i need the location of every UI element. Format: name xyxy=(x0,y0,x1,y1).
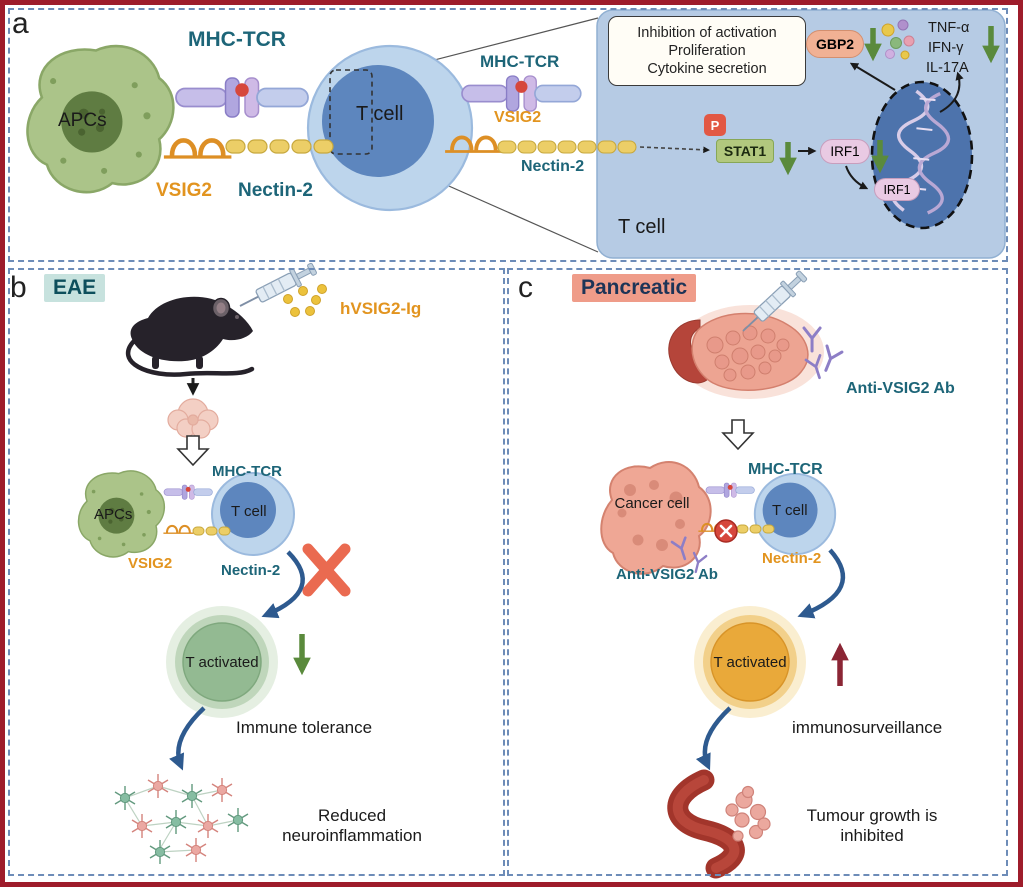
tcell-label-a: T cell xyxy=(356,103,404,125)
panel-b-art xyxy=(77,258,351,865)
anti-vsig2-label-cells: Anti-VSIG2 Ab xyxy=(616,566,718,583)
anti-vsig2-label-top: Anti-VSIG2 Ab xyxy=(846,380,955,397)
activated-to-tumour-arrow xyxy=(695,706,732,771)
irf1-node: IRF1 xyxy=(820,139,870,164)
vsig2-receptor-mid xyxy=(443,135,505,154)
tumour-vessel xyxy=(667,769,771,879)
tcell-label-b: T cell xyxy=(231,503,267,520)
syringe-icon xyxy=(234,258,320,316)
stat1-node: STAT1 xyxy=(716,139,774,163)
gbp2-node: GBP2 xyxy=(806,30,864,58)
t-activated-label-b: T activated xyxy=(185,654,259,671)
mouse-body xyxy=(130,296,253,362)
nectin2-label-c: Nectin-2 xyxy=(762,550,822,567)
nucleus xyxy=(870,80,974,230)
cancer-cell xyxy=(600,461,712,575)
signal-dotted-arrow xyxy=(639,146,711,154)
effects-line-1: Inhibition of activation xyxy=(637,25,777,41)
panel-c-art xyxy=(600,266,849,879)
nectin2-receptor xyxy=(225,139,334,154)
vsig2-receptor-b xyxy=(162,524,195,535)
t-activated-c xyxy=(694,606,806,718)
tcell-to-activated-arrow-b xyxy=(261,550,305,619)
effects-line-2: Proliferation xyxy=(668,43,746,59)
hollow-down-arrow xyxy=(176,435,210,467)
pancreatic-badge: Pancreatic xyxy=(572,274,697,302)
tissue-blob xyxy=(167,398,219,439)
activated-to-neurons-arrow xyxy=(169,706,206,771)
mhc-tcr-receptor-mid xyxy=(461,75,582,112)
nucleus-to-gbp2-arrow xyxy=(849,62,896,91)
cancer-cell-label: Cancer cell xyxy=(614,495,690,512)
mhc-tcr-receptor-b xyxy=(163,484,213,500)
mhc-tcr-receptor-c xyxy=(705,482,755,498)
nectin2-receptor-c xyxy=(736,524,775,534)
mhc-tcr-label-mid: MHC-TCR xyxy=(480,52,560,71)
outcome-label-b: Reduced neuroinflammation xyxy=(282,806,422,846)
apcs-label-b: APCs xyxy=(94,506,133,523)
mouse xyxy=(125,296,255,377)
drug-dots xyxy=(283,284,327,317)
irf1-to-nucleus-arrow xyxy=(845,165,869,190)
nectin2-label-a: Nectin-2 xyxy=(238,180,313,201)
immunosurveillance-label: immunosurveillance xyxy=(792,718,943,737)
neuron-cluster xyxy=(114,773,249,865)
nectin2-receptor-b xyxy=(192,526,231,536)
hollow-down-arrow-c xyxy=(721,419,755,451)
eae-badge: EAE xyxy=(44,274,106,302)
vsig2-label-b: VSIG2 xyxy=(128,555,173,572)
tumour-cells xyxy=(725,785,771,842)
vsig2-label-a: VSIG2 xyxy=(156,180,212,201)
effects-box: Inhibition of activation Proliferation C… xyxy=(608,16,806,86)
mouse-tail xyxy=(125,338,255,377)
block-x-circle-icon xyxy=(714,519,738,543)
irf1-nucleus-node: IRF1 xyxy=(874,178,920,201)
nectin2-receptor-mid xyxy=(497,140,637,154)
mouse-eye xyxy=(235,315,239,319)
panel-b-letter: b xyxy=(10,271,27,304)
zoom-region-rect xyxy=(329,69,373,155)
immune-tolerance-label: Immune tolerance xyxy=(236,718,373,737)
vsig2-receptor xyxy=(164,140,232,157)
effects-line-3: Cytokine secretion xyxy=(647,61,767,77)
blocked-x-icon xyxy=(302,543,351,597)
mhc-tcr-label-a: MHC-TCR xyxy=(188,28,286,51)
t-activated-b xyxy=(166,606,278,718)
nectin2-label-mid: Nectin-2 xyxy=(521,158,585,175)
nectin2-label-b: Nectin-2 xyxy=(221,562,281,579)
hvsig2-label: hVSIG2-Ig xyxy=(340,299,422,318)
pancreas xyxy=(668,305,824,399)
tcell-label-c: T cell xyxy=(772,502,808,519)
nucleus-to-cytokines-arrow xyxy=(939,71,964,113)
cytokine-ifn: IFN-γ xyxy=(928,40,964,56)
panel-a-letter: a xyxy=(12,7,29,40)
mhc-tcr-label-c: MHC-TCR xyxy=(748,461,823,478)
vsig2-label-mid: VSIG2 xyxy=(494,109,542,126)
cytokine-tnf: TNF-α xyxy=(928,20,970,36)
tcell-to-activated-arrow-c xyxy=(797,548,846,619)
cytokine-dots xyxy=(881,19,915,60)
mhc-tcr-label-b: MHC-TCR xyxy=(212,463,282,480)
phospho-node: P xyxy=(704,114,726,136)
t-activated-label-c: T activated xyxy=(713,654,787,671)
outcome-label-c: Tumour growth is inhibited xyxy=(806,806,938,846)
t-cell xyxy=(306,44,474,212)
mhc-tcr-receptor xyxy=(175,77,309,118)
tcell-label-inset: T cell xyxy=(618,216,666,238)
panel-c-letter: c xyxy=(518,271,533,304)
apcs-label-a: APCs xyxy=(58,110,107,131)
cytokine-il17a: IL-17A xyxy=(926,60,969,76)
